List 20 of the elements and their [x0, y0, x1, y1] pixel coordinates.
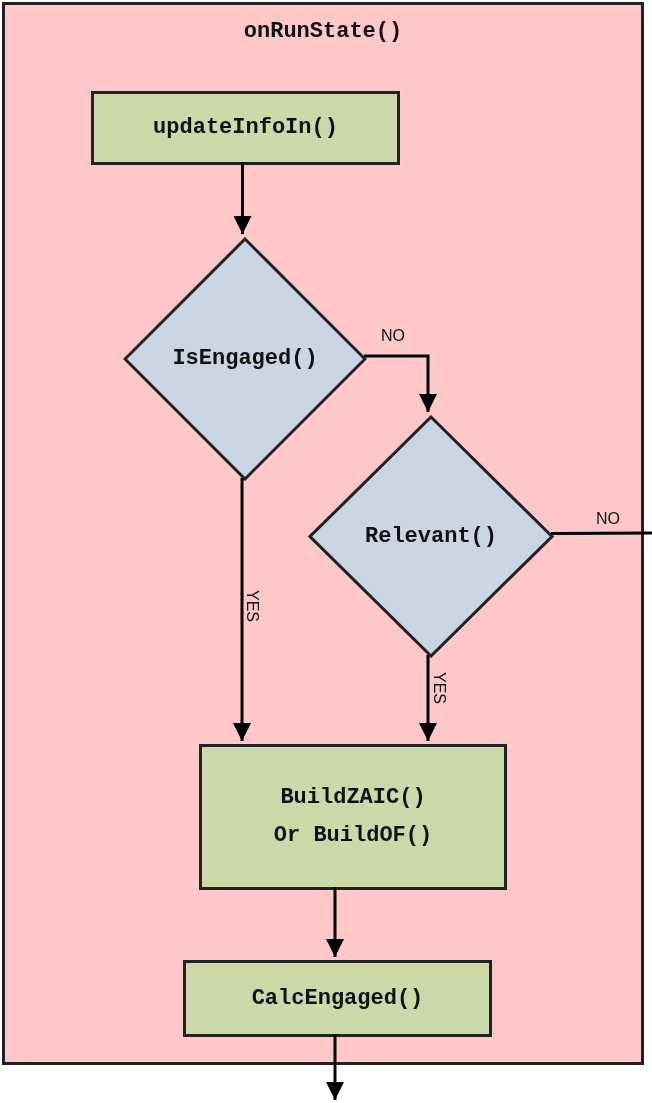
- edge-label: YES: [243, 590, 261, 622]
- function-label: IsEngaged(): [172, 345, 318, 373]
- container-box: [2, 2, 644, 1065]
- arrow: [326, 1034, 344, 1100]
- function-label: CalcEngaged(): [251, 984, 424, 1013]
- function-label: Relevant(): [365, 522, 497, 551]
- function-label: BuildZAIC() Or BuildOF(): [272, 784, 434, 850]
- process-box: [91, 91, 400, 165]
- function-label: onRunState(): [243, 18, 403, 46]
- function-label: updateInfoIn(): [153, 114, 338, 142]
- arrow: [233, 478, 251, 741]
- process-box: [183, 960, 492, 1037]
- arrow: [364, 354, 437, 412]
- arrow: [233, 162, 252, 234]
- edge-label: YES: [430, 672, 448, 704]
- arrow: [419, 655, 437, 741]
- process-box: [199, 744, 507, 890]
- arrow: [326, 887, 344, 957]
- edge-label: NO: [381, 327, 405, 345]
- edge-label: NO: [596, 510, 620, 528]
